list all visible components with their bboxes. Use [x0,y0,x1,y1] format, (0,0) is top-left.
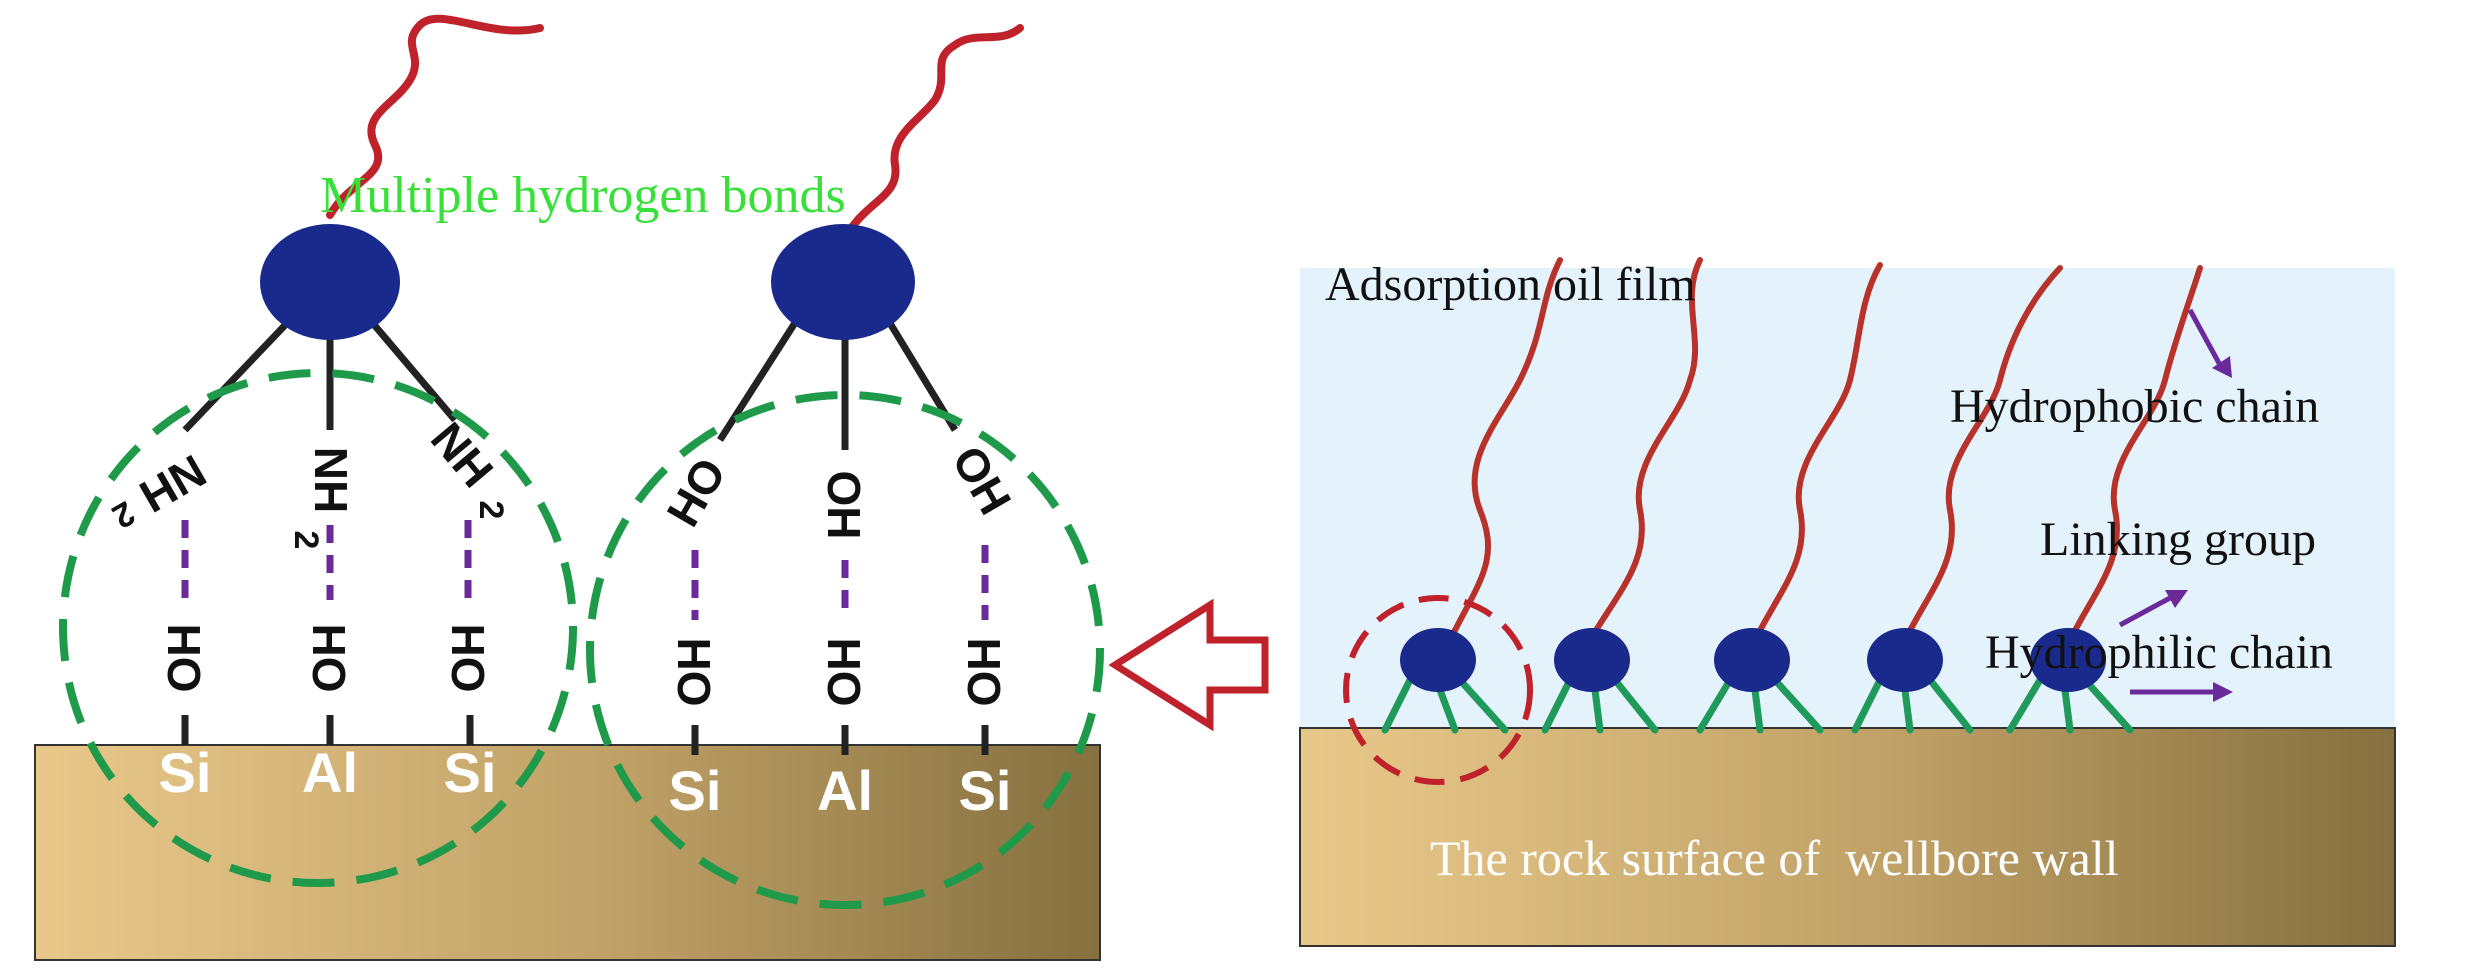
surface-oh-1: HO [158,624,210,693]
rock-surface-label: The rock surface of wellbore wall [1430,830,2119,886]
right-heads [1400,628,2106,692]
highlight-circle [1343,595,1533,785]
left-head-2 [771,224,915,340]
nh2-label-1: NH [131,445,215,523]
group1-surface-oh: HO HO HO [158,624,494,693]
atom-al-2: Al [817,759,873,822]
left-tail-1 [326,14,544,219]
nh2-sub-3: 2 [472,501,510,520]
left-panel: NH 2 NH 2 NH 2 HO HO HO HO OH OH HO HO H… [34,14,1104,961]
nh2-label-2: NH [305,447,357,513]
adsorption-film-background [1300,268,2395,730]
atom-al-1: Al [302,741,358,804]
surface-oh-3: HO [442,624,494,693]
surface-oh-5: HO [818,638,870,707]
hydrogen-bonds [181,520,989,620]
group2-labels: HO OH OH [656,437,1021,539]
hbond-circle-2 [586,391,1104,909]
group1-bonds [181,317,474,745]
atom-si-4: Si [959,759,1012,822]
left-head-1 [260,224,400,340]
surface-oh-4: HO [668,638,720,707]
right-linking-legs [1381,676,2134,734]
left-arrow-icon [1108,598,1269,732]
atom-si-3: Si [669,759,722,822]
pointer-arrows [2118,308,2233,702]
surface-oh-2: HO [303,624,355,693]
right-rock-slab [1299,727,2396,947]
nh2-sub-1: 2 [106,493,141,535]
atom-si-2: Si [444,741,497,804]
right-tails [1447,257,2203,643]
left-tail-2 [846,24,1024,234]
ho-label-1: HO [656,449,736,535]
nh2-label-3: NH [421,413,504,497]
nh2-sub-2: 2 [287,531,325,550]
atom-si-1: Si [159,741,212,804]
surface-oh-6: HO [958,638,1010,707]
oh-label-2: OH [818,471,870,540]
adsorption-oil-film-label: Adsorption oil film [1325,258,1696,311]
multiple-hydrogen-bonds-label: Multiple hydrogen bonds [320,167,846,224]
group2-bonds [691,313,989,755]
oh-label-3: OH [942,437,1022,523]
group1-labels: NH 2 NH 2 NH 2 [106,413,510,550]
hbond-circle-1 [59,369,577,887]
hydrophilic-chain-label: Hydrophilic chain [1985,626,2333,679]
right-panel: Adsorption oil film Hydrophobic chain Li… [1299,257,2396,947]
left-rock-slab [34,744,1101,961]
hydrophobic-chain-label: Hydrophobic chain [1950,380,2319,433]
group2-surface-oh: HO HO HO [668,638,1010,707]
linking-group-label: Linking group [2040,513,2316,566]
surface-atoms: Si Al Si Si Al Si [159,741,1012,822]
